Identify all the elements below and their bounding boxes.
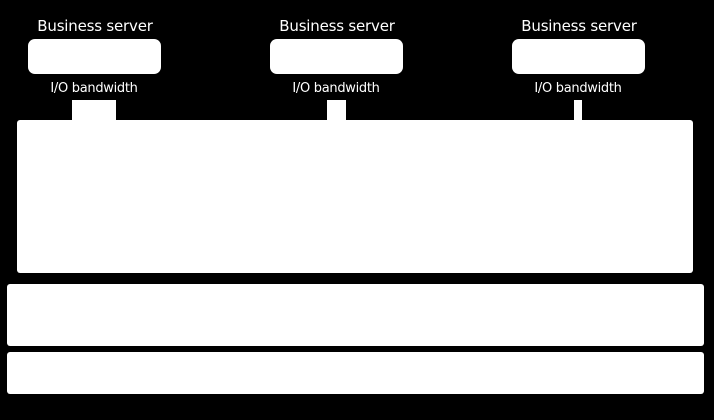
server-3-title: Business server	[521, 17, 637, 35]
server-1-bandwidth-bar	[72, 100, 116, 122]
server-2-bandwidth-bar	[327, 100, 346, 122]
server-1-box	[28, 39, 161, 74]
storage-layer-bottom	[7, 352, 704, 394]
storage-layer-middle	[7, 284, 704, 346]
server-2-box	[270, 39, 403, 74]
server-3-bandwidth-bar	[574, 100, 582, 122]
server-3-bandwidth-label: I/O bandwidth	[534, 81, 622, 96]
server-2-title: Business server	[279, 17, 395, 35]
storage-main-block	[17, 120, 693, 273]
server-1-bandwidth-label: I/O bandwidth	[50, 81, 138, 96]
server-1-title: Business server	[37, 17, 153, 35]
server-3-box	[512, 39, 645, 74]
server-2-bandwidth-label: I/O bandwidth	[292, 81, 380, 96]
